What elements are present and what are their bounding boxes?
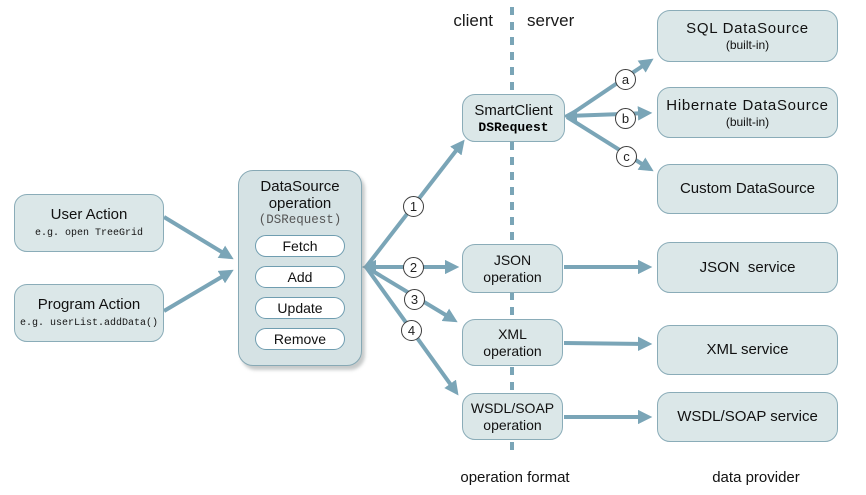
badge-b: b [615, 108, 636, 129]
program-action-box: Program Action e.g. userList.addData() [14, 284, 164, 342]
program-action-title: Program Action [37, 296, 141, 313]
xml-service-box: XML service [657, 325, 838, 375]
custom-datasource-box: Custom DataSource [657, 164, 838, 214]
wsdl-operation-box: WSDL/SOAP operation [462, 393, 563, 440]
update-pill: Update [255, 297, 345, 319]
hibernate-datasource-box: Hibernate DataSource (built-in) [657, 87, 838, 138]
wsdl-service-box: WSDL/SOAP service [657, 392, 838, 442]
arrow-c-smartclient-to-custom [565, 115, 654, 172]
arrow-group [162, 58, 654, 425]
json-operation-line1: JSON [493, 251, 532, 268]
server-label: server [527, 11, 575, 30]
user-action-title: User Action [50, 206, 128, 223]
smartclient-dsrequest-code: DSRequest [478, 119, 549, 135]
badge-2: 2 [403, 257, 424, 278]
remove-pill: Remove [255, 328, 345, 350]
sql-datasource-subtitle: (built-in) [725, 38, 770, 52]
json-service-box: JSON service [657, 242, 838, 293]
user-action-example: e.g. open TreeGrid [34, 228, 144, 239]
arrow-b-smartclient-to-hibernate [562, 106, 653, 123]
data-provider-label: data provider [712, 469, 800, 486]
datasource-operation-title-line2: operation [268, 195, 332, 212]
xml-operation-line2: operation [483, 342, 542, 359]
xml-operation-line1: XML [498, 325, 527, 342]
operation-format-label: operation format [460, 469, 570, 486]
wsdl-operation-line1: WSDL/SOAP [470, 399, 555, 416]
arrow-user-action-to-datasource [162, 215, 234, 260]
program-action-example: e.g. userList.addData() [19, 318, 159, 329]
datasource-operation-title-line1: DataSource [260, 178, 340, 195]
json-operation-box: JSON operation [462, 244, 563, 293]
hibernate-datasource-subtitle: (built-in) [725, 114, 770, 129]
xml-operation-box: XML operation [462, 319, 563, 366]
arrow-a-smartclient-to-sql [565, 58, 654, 119]
arrow-xml-operation-to-service [563, 336, 653, 352]
datasource-operation-box: DataSource operation (DSRequest) Fetch A… [238, 170, 362, 366]
user-action-box: User Action e.g. open TreeGrid [14, 194, 164, 252]
wsdl-operation-line2: operation [483, 416, 542, 433]
badge-a: a [615, 69, 636, 90]
badge-1: 1 [403, 196, 424, 217]
sql-datasource-box: SQL DataSource (built-in) [657, 10, 838, 62]
datasource-operation-code: (DSRequest) [258, 213, 342, 227]
xml-service-title: XML service [706, 341, 789, 358]
wsdl-service-title: WSDL/SOAP service [677, 408, 818, 425]
hibernate-datasource-title: Hibernate DataSource [666, 96, 829, 114]
add-pill: Add [255, 266, 345, 288]
badge-4: 4 [401, 320, 422, 341]
client-label: client [453, 11, 493, 30]
badge-c: c [616, 146, 637, 167]
smartclient-title: SmartClient [474, 101, 553, 119]
fetch-pill: Fetch [255, 235, 345, 257]
arrow-program-action-to-datasource [162, 269, 234, 313]
custom-datasource-title: Custom DataSource [679, 180, 816, 197]
json-service-title: JSON service [699, 258, 796, 276]
json-operation-line2: operation [483, 268, 542, 285]
badge-3: 3 [404, 289, 425, 310]
smartclient-dsrequest-box: SmartClient DSRequest [462, 94, 565, 142]
sql-datasource-title: SQL DataSource [686, 20, 809, 37]
